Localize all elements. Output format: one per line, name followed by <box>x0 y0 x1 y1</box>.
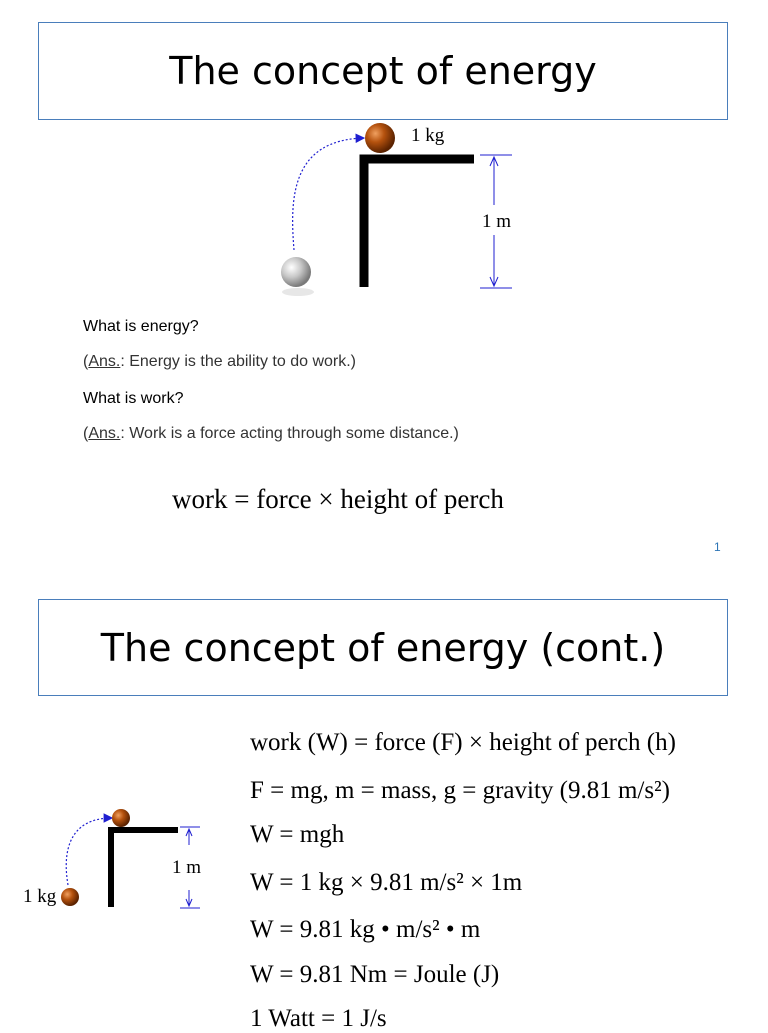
answer-work: (Ans.: Work is a force acting through so… <box>83 425 459 442</box>
work-formula: work = force × height of perch <box>172 484 504 514</box>
equation-3: W = mgh <box>250 821 345 848</box>
equation-5: W = 9.81 kg • m/s² • m <box>250 916 481 943</box>
slide2-title: The concept of energy (cont.) <box>38 599 728 696</box>
height-label: 1 m <box>482 211 511 232</box>
mass-label: 1 kg <box>411 125 445 146</box>
answer-energy: (Ans.: Energy is the ability to do work.… <box>83 353 356 370</box>
ball-bottom-icon <box>281 257 311 287</box>
equation-6: W = 9.81 Nm = Joule (J) <box>250 961 500 988</box>
slide1-title: The concept of energy <box>38 22 728 120</box>
ball-top-icon-small <box>112 809 130 827</box>
perch-shape-small <box>108 827 178 907</box>
slide1-diagram: 1 kg 1 m <box>281 123 512 296</box>
perch-shape <box>359 154 474 287</box>
equation-7: 1 Watt = 1 J/s <box>250 1005 387 1032</box>
equation-2: F = mg, m = mass, g = gravity (9.81 m/s²… <box>250 777 670 804</box>
ball-top-icon <box>365 123 395 153</box>
ball-bottom-icon-small <box>61 888 79 906</box>
page-number: 1 <box>714 540 721 554</box>
question-work: What is work? <box>83 390 184 407</box>
equation-4: W = 1 kg × 9.81 m/s² × 1m <box>250 869 523 896</box>
question-energy: What is energy? <box>83 318 199 335</box>
equation-1: work (W) = force (F) × height of perch (… <box>250 729 676 756</box>
lift-path-arrow-small <box>65 813 114 886</box>
mass-label-small: 1 kg <box>23 886 57 907</box>
height-label-small: 1 m <box>172 857 201 878</box>
